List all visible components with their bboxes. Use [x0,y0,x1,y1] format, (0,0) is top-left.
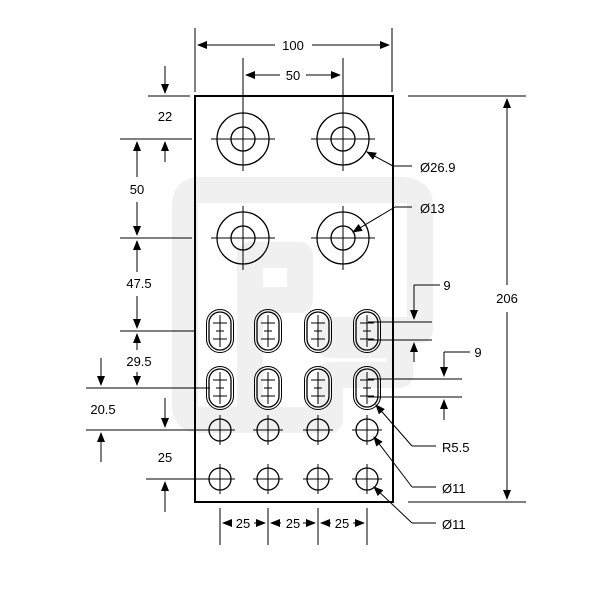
dim-overall-height-label: 206 [496,291,518,306]
slot [206,366,234,410]
dim-bottom-spacing: 25 25 25 [219,508,368,545]
dim-width-total-label: 100 [282,38,304,53]
dim-large-hole-vertical-label: 50 [130,182,144,197]
slot [304,309,332,353]
slot [254,309,282,353]
round-hole [352,415,382,445]
leader-large-outer: Ø26.9 [366,151,455,175]
dim-round-hole-rows: 25 [146,398,210,512]
dim-top-edge-offset: 22 [120,66,192,162]
dim-to-round-holes-label: 20.5 [90,402,115,417]
slots [206,309,381,410]
svg-text:Ø11: Ø11 [442,481,466,496]
dim-top-hole-spacing-label: 50 [286,68,300,83]
diameter-symbol: Ø [442,481,452,496]
dim-to-round-holes: 20.5 [86,358,210,462]
slot [206,309,234,353]
slot-radius-label: R5.5 [442,440,469,455]
dim-slot-rows: 29.5 [86,333,210,389]
slot [353,309,381,353]
dim-round-hole-rows-label: 25 [158,450,172,465]
dim-to-slots-label: 47.5 [126,276,151,291]
dim-to-slots: 47.5 [120,240,195,332]
dim-slot-length-2: 9 [368,345,482,420]
dim-width-total: 100 [194,28,393,92]
dim-slot-length-1: 9 [368,278,451,362]
large-outer-label: 26.9 [430,160,455,175]
slot [254,366,282,410]
round-hole [253,415,283,445]
slot-length-2-label: 9 [474,345,481,360]
large-hole [211,206,275,270]
dim-slot-rows-label: 29.5 [126,354,151,369]
large-holes [211,107,375,270]
slot [304,366,332,410]
plate-outline [194,95,394,503]
round-hole [253,464,283,494]
round-hole [303,415,333,445]
svg-text:Ø26.9: Ø26.9 [420,160,455,175]
svg-text:Ø11: Ø11 [442,517,466,532]
leader-large-inner: Ø13 [352,201,445,233]
leader-small-hole-2: Ø11 [373,486,466,532]
bottom-spacing-2-label: 25 [286,516,300,531]
large-hole [311,206,375,270]
large-inner-label: 13 [430,201,444,216]
leader-slot-radius: R5.5 [375,404,469,455]
slot-length-1-label: 9 [443,278,450,293]
diameter-symbol: Ø [420,201,430,216]
svg-text:Ø13: Ø13 [420,201,445,216]
bottom-spacing-3-label: 25 [335,516,349,531]
dim-top-hole-spacing: 50 [242,58,344,110]
round-hole [352,464,382,494]
diameter-symbol: Ø [442,517,452,532]
small-hole-2-label: 11 [452,517,466,532]
dim-top-edge-offset-label: 22 [158,109,172,124]
large-hole [311,107,375,171]
dim-large-hole-vertical: 50 [120,141,192,239]
small-hole-1-label: 11 [452,481,466,496]
dim-overall-height: 206 [408,95,526,503]
diameter-symbol: Ø [420,160,430,175]
large-hole [211,107,275,171]
bottom-spacing-1-label: 25 [236,516,250,531]
slot [353,366,381,410]
leader-small-hole-1: Ø11 [373,436,466,496]
round-hole [303,464,333,494]
